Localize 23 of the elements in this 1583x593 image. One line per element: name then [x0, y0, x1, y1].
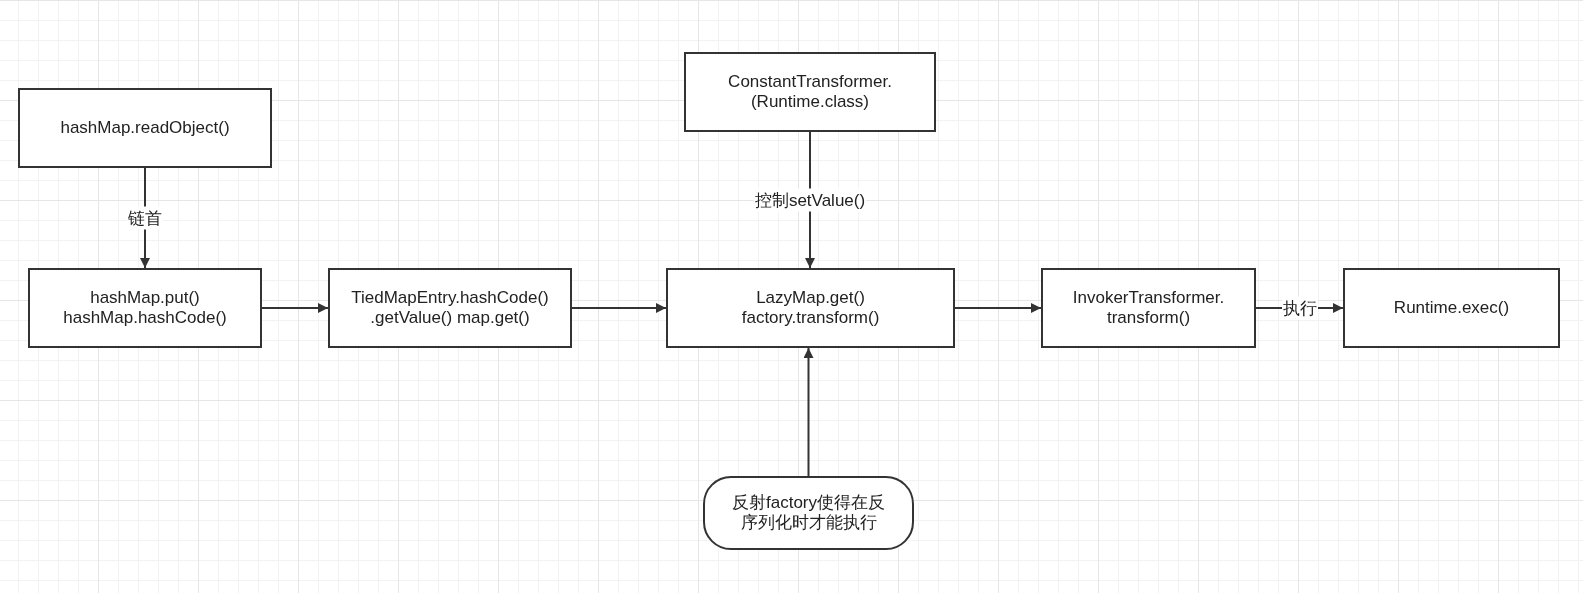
arrow	[571, 303, 667, 313]
process-box	[1343, 268, 1560, 348]
process-box	[328, 268, 572, 348]
node-text: hashMap.put() hashMap.hashCode()	[63, 287, 227, 329]
node-text: TiedMapEntry.hashCode() .getValue() map.get()	[351, 287, 549, 329]
rounded-note-box	[703, 476, 914, 550]
edge-label: 执行	[1281, 296, 1318, 320]
node-text: LazyMap.get() factory.transform()	[741, 287, 880, 329]
node-text: Runtime.exec()	[1393, 297, 1510, 319]
edge-label: 控制setValue()	[753, 188, 867, 212]
node-text: 反射factory使得在反序列化时才能执行	[731, 492, 886, 534]
arrow	[261, 303, 329, 313]
node-text: hashMap.readObject()	[60, 117, 230, 139]
arrow	[803, 347, 814, 477]
process-box	[1041, 268, 1256, 348]
node-text: ConstantTransformer. (Runtime.class)	[728, 71, 892, 113]
arrow	[954, 303, 1042, 313]
edge-label: 链首	[127, 206, 163, 230]
node-text: InvokerTransformer. transform()	[1072, 287, 1225, 329]
process-box	[684, 52, 936, 132]
process-box	[666, 268, 955, 348]
process-box	[28, 268, 262, 348]
process-box	[18, 88, 272, 168]
